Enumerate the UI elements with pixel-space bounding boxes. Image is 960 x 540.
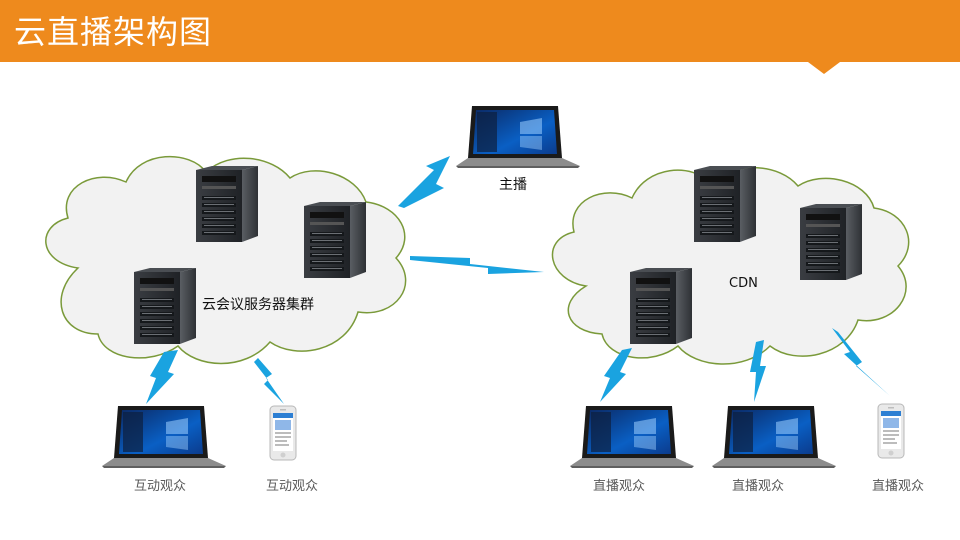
right-cloud-label: CDN bbox=[729, 276, 758, 291]
viewer-laptop-icon bbox=[102, 406, 226, 468]
viewer-phone-icon bbox=[269, 405, 297, 461]
server-tower-icon bbox=[304, 202, 366, 278]
lightning-bolt-icon bbox=[398, 156, 450, 208]
lightning-bolt-icon bbox=[600, 348, 632, 402]
server-tower-icon bbox=[630, 268, 692, 344]
right-viewer-label: 直播观众 bbox=[872, 479, 925, 494]
header-notch bbox=[808, 62, 840, 74]
left-cloud-label: 云会议服务器集群 bbox=[202, 297, 314, 313]
server-tower-icon bbox=[196, 166, 258, 242]
title-bar: 云直播架构图 bbox=[0, 0, 960, 62]
page-title: 云直播架构图 bbox=[14, 13, 213, 51]
left-viewer-label: 互动观众 bbox=[266, 479, 319, 494]
right-viewer-label: 直播观众 bbox=[593, 479, 646, 494]
lightning-bolt-icon bbox=[750, 340, 766, 402]
viewer-phone-icon bbox=[877, 403, 905, 459]
broadcaster-laptop-icon bbox=[456, 106, 580, 168]
server-tower-icon bbox=[694, 166, 756, 242]
viewer-laptop-icon bbox=[570, 406, 694, 468]
server-tower-icon bbox=[134, 268, 196, 344]
left-viewer-label: 互动观众 bbox=[134, 479, 187, 494]
right-viewer-label: 直播观众 bbox=[732, 479, 785, 494]
server-tower-icon bbox=[800, 204, 862, 280]
viewer-laptop-icon bbox=[712, 406, 836, 468]
broadcaster-label: 主播 bbox=[499, 177, 527, 193]
lightning-bolt-icon bbox=[254, 358, 284, 404]
lightning-bolt-icon bbox=[146, 350, 178, 404]
lightning-bolt-icon bbox=[410, 256, 544, 274]
lightning-bolt-icon bbox=[832, 328, 890, 396]
